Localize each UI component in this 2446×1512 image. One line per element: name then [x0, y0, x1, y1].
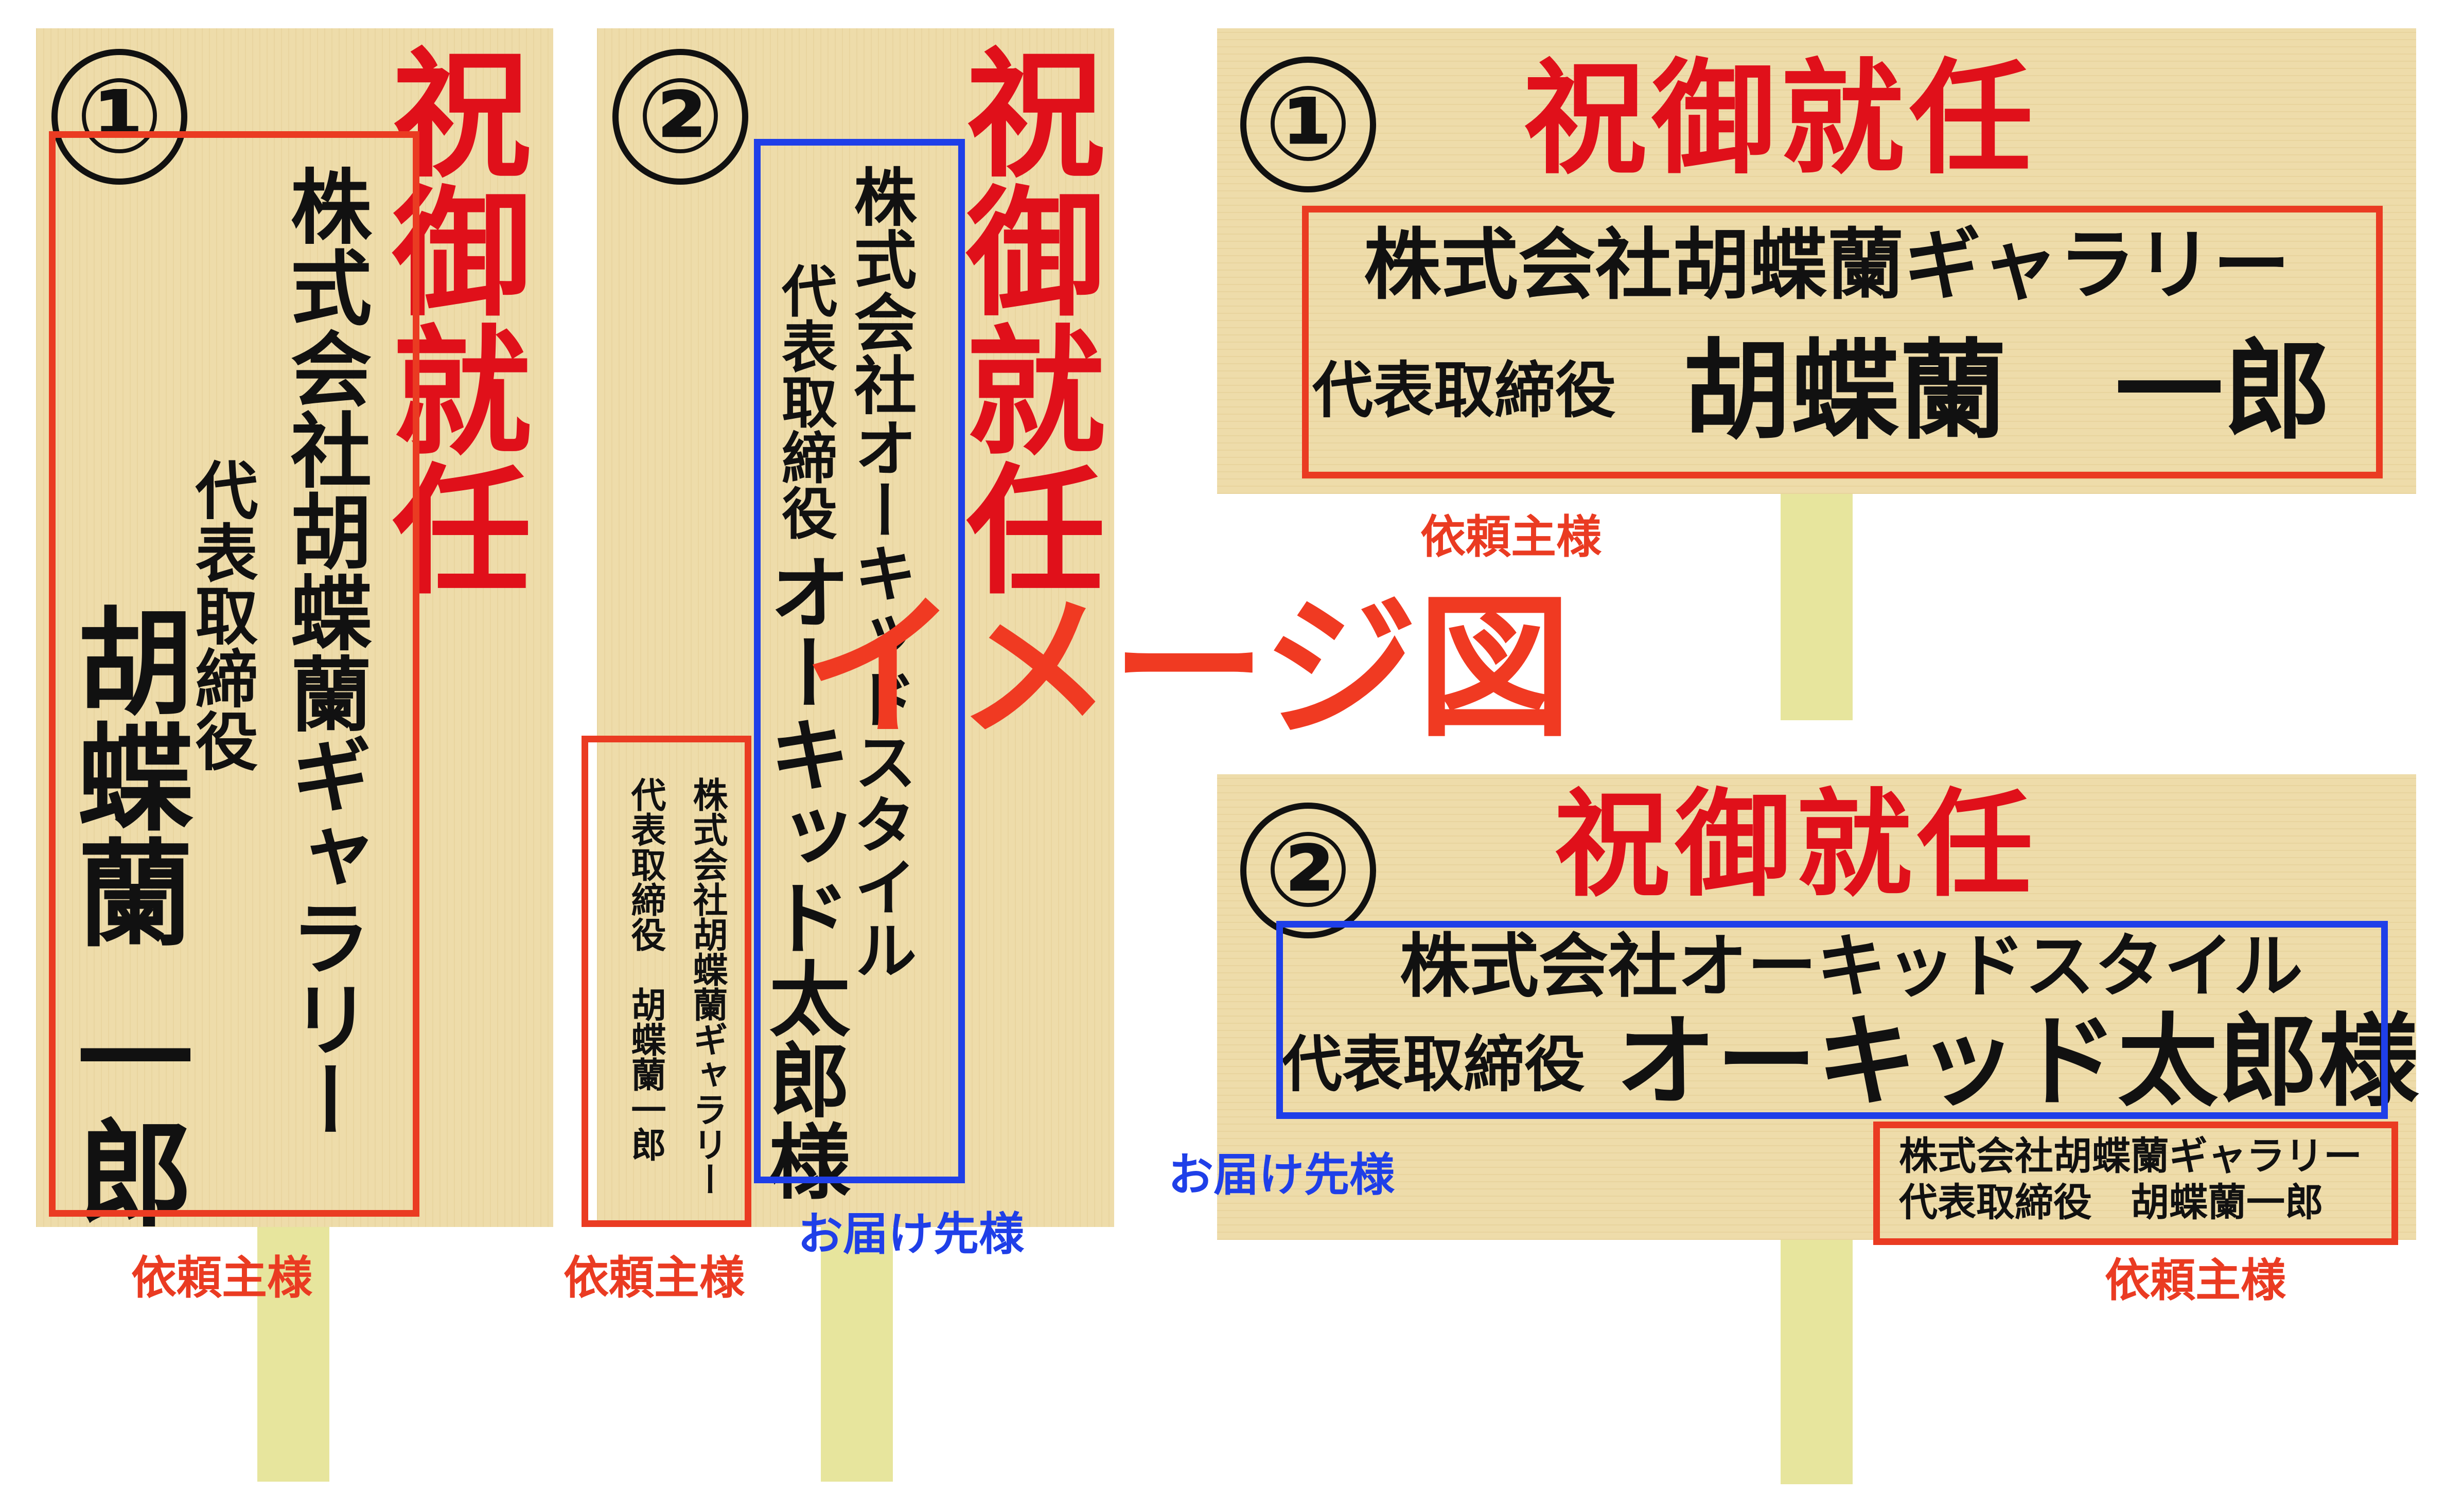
board-2-from-company: 株式会社胡蝶蘭ギャラリー: [687, 777, 728, 1197]
board-3-requester-label: 依頼主様: [1420, 510, 1602, 563]
board-1-number: ①: [51, 49, 187, 185]
board-1-company: 株式会社胡蝶蘭ギャラリー: [276, 165, 372, 1140]
board-1-requester-label: 依頼主様: [131, 1251, 313, 1304]
stake-2: [821, 1224, 893, 1482]
board-1-role: 代表取締役: [185, 458, 259, 772]
board-4-recipient-label: お届け先様: [1168, 1148, 1395, 1201]
board-1: [36, 28, 553, 1227]
board-4-requester-frame: [1873, 1122, 2398, 1245]
board-2-requester-frame: [582, 736, 751, 1227]
board-4-from-line: 代表取締役 胡蝶蘭一郎: [1899, 1180, 2324, 1225]
board-3: [1217, 28, 2416, 494]
board-2-recipient-frame: [754, 139, 965, 1183]
board-2-from-line: 代表取締役 胡蝶蘭一郎: [625, 777, 666, 1162]
board-3-name: 胡蝶蘭 一郎: [1683, 327, 2332, 454]
board-4-number: ②: [1240, 803, 1376, 938]
board-2-number: ②: [612, 49, 748, 185]
board-4: [1217, 774, 2416, 1240]
board-1-requester-frame: [49, 131, 419, 1217]
board-4-name: オーキッド太郎様: [1616, 1002, 2419, 1120]
stake-4: [1781, 1237, 1853, 1484]
board-2-recipient-label: お届け先様: [798, 1207, 1025, 1260]
stake-1: [257, 1224, 329, 1482]
board-3-number: ①: [1240, 57, 1376, 192]
board-4-title: 祝御就任: [1554, 777, 2038, 913]
board-4-role: 代表取締役: [1281, 1028, 1586, 1100]
board-3-title: 祝御就任: [1523, 46, 2038, 191]
board-4-requester-label: 依頼主様: [2105, 1254, 2286, 1307]
board-3-company: 株式会社胡蝶蘭ギャラリー: [1364, 220, 2291, 310]
image-watermark: イメージ図: [803, 579, 1572, 758]
board-4-company: 株式会社オーキッドスタイル: [1400, 925, 2303, 1007]
board-2-role: 代表取締役: [772, 262, 837, 540]
board-2: [597, 28, 1114, 1227]
board-1-name-given: 一郎: [57, 998, 193, 1230]
board-1-name-family: 胡蝶蘭: [57, 602, 193, 949]
stake-3: [1781, 494, 1853, 720]
board-4-recipient-frame: [1276, 921, 2388, 1119]
board-2-company: 株式会社オーキッドスタイル: [843, 165, 918, 981]
board-4-from-company: 株式会社胡蝶蘭ギャラリー: [1899, 1133, 2363, 1179]
board-3-role: 代表取締役: [1312, 354, 1616, 426]
board-2-name: オーキッド太郎様: [755, 550, 850, 1201]
board-2-requester-label: 依頼主様: [564, 1251, 745, 1304]
board-2-title: 祝御就任: [942, 41, 1106, 597]
board-3-requester-frame: [1302, 206, 2383, 478]
